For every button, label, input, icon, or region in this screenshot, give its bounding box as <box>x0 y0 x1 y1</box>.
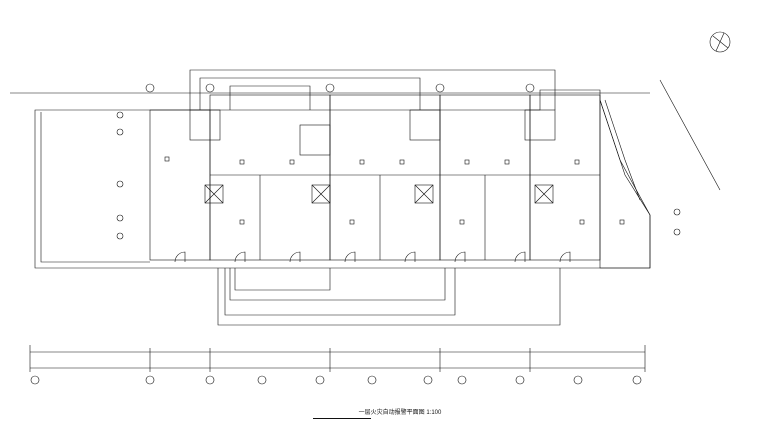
dimension-lines <box>29 345 646 372</box>
diagonal-dimension <box>659 79 721 191</box>
feeder-loop <box>189 69 556 110</box>
drawing-title: 一层火灾自动报警平面图 1:100 <box>300 407 500 419</box>
unit-4 <box>524 94 601 261</box>
unit-2 <box>299 94 441 261</box>
north-arrow-icon <box>709 31 731 53</box>
axis-bubbles <box>30 83 681 385</box>
unit-1 <box>189 94 331 261</box>
door-swings <box>174 251 571 263</box>
drawing-scale: 1:100 <box>426 410 442 416</box>
left-hall <box>149 109 211 261</box>
smoke-detectors <box>164 156 625 225</box>
title-underline <box>313 418 371 419</box>
unit-3 <box>409 94 531 261</box>
right-wing <box>599 99 651 269</box>
building-outline <box>34 89 651 269</box>
drawing-title-text: 一层火灾自动报警平面图 <box>358 410 425 416</box>
bottom-feeder-loop <box>217 268 561 326</box>
